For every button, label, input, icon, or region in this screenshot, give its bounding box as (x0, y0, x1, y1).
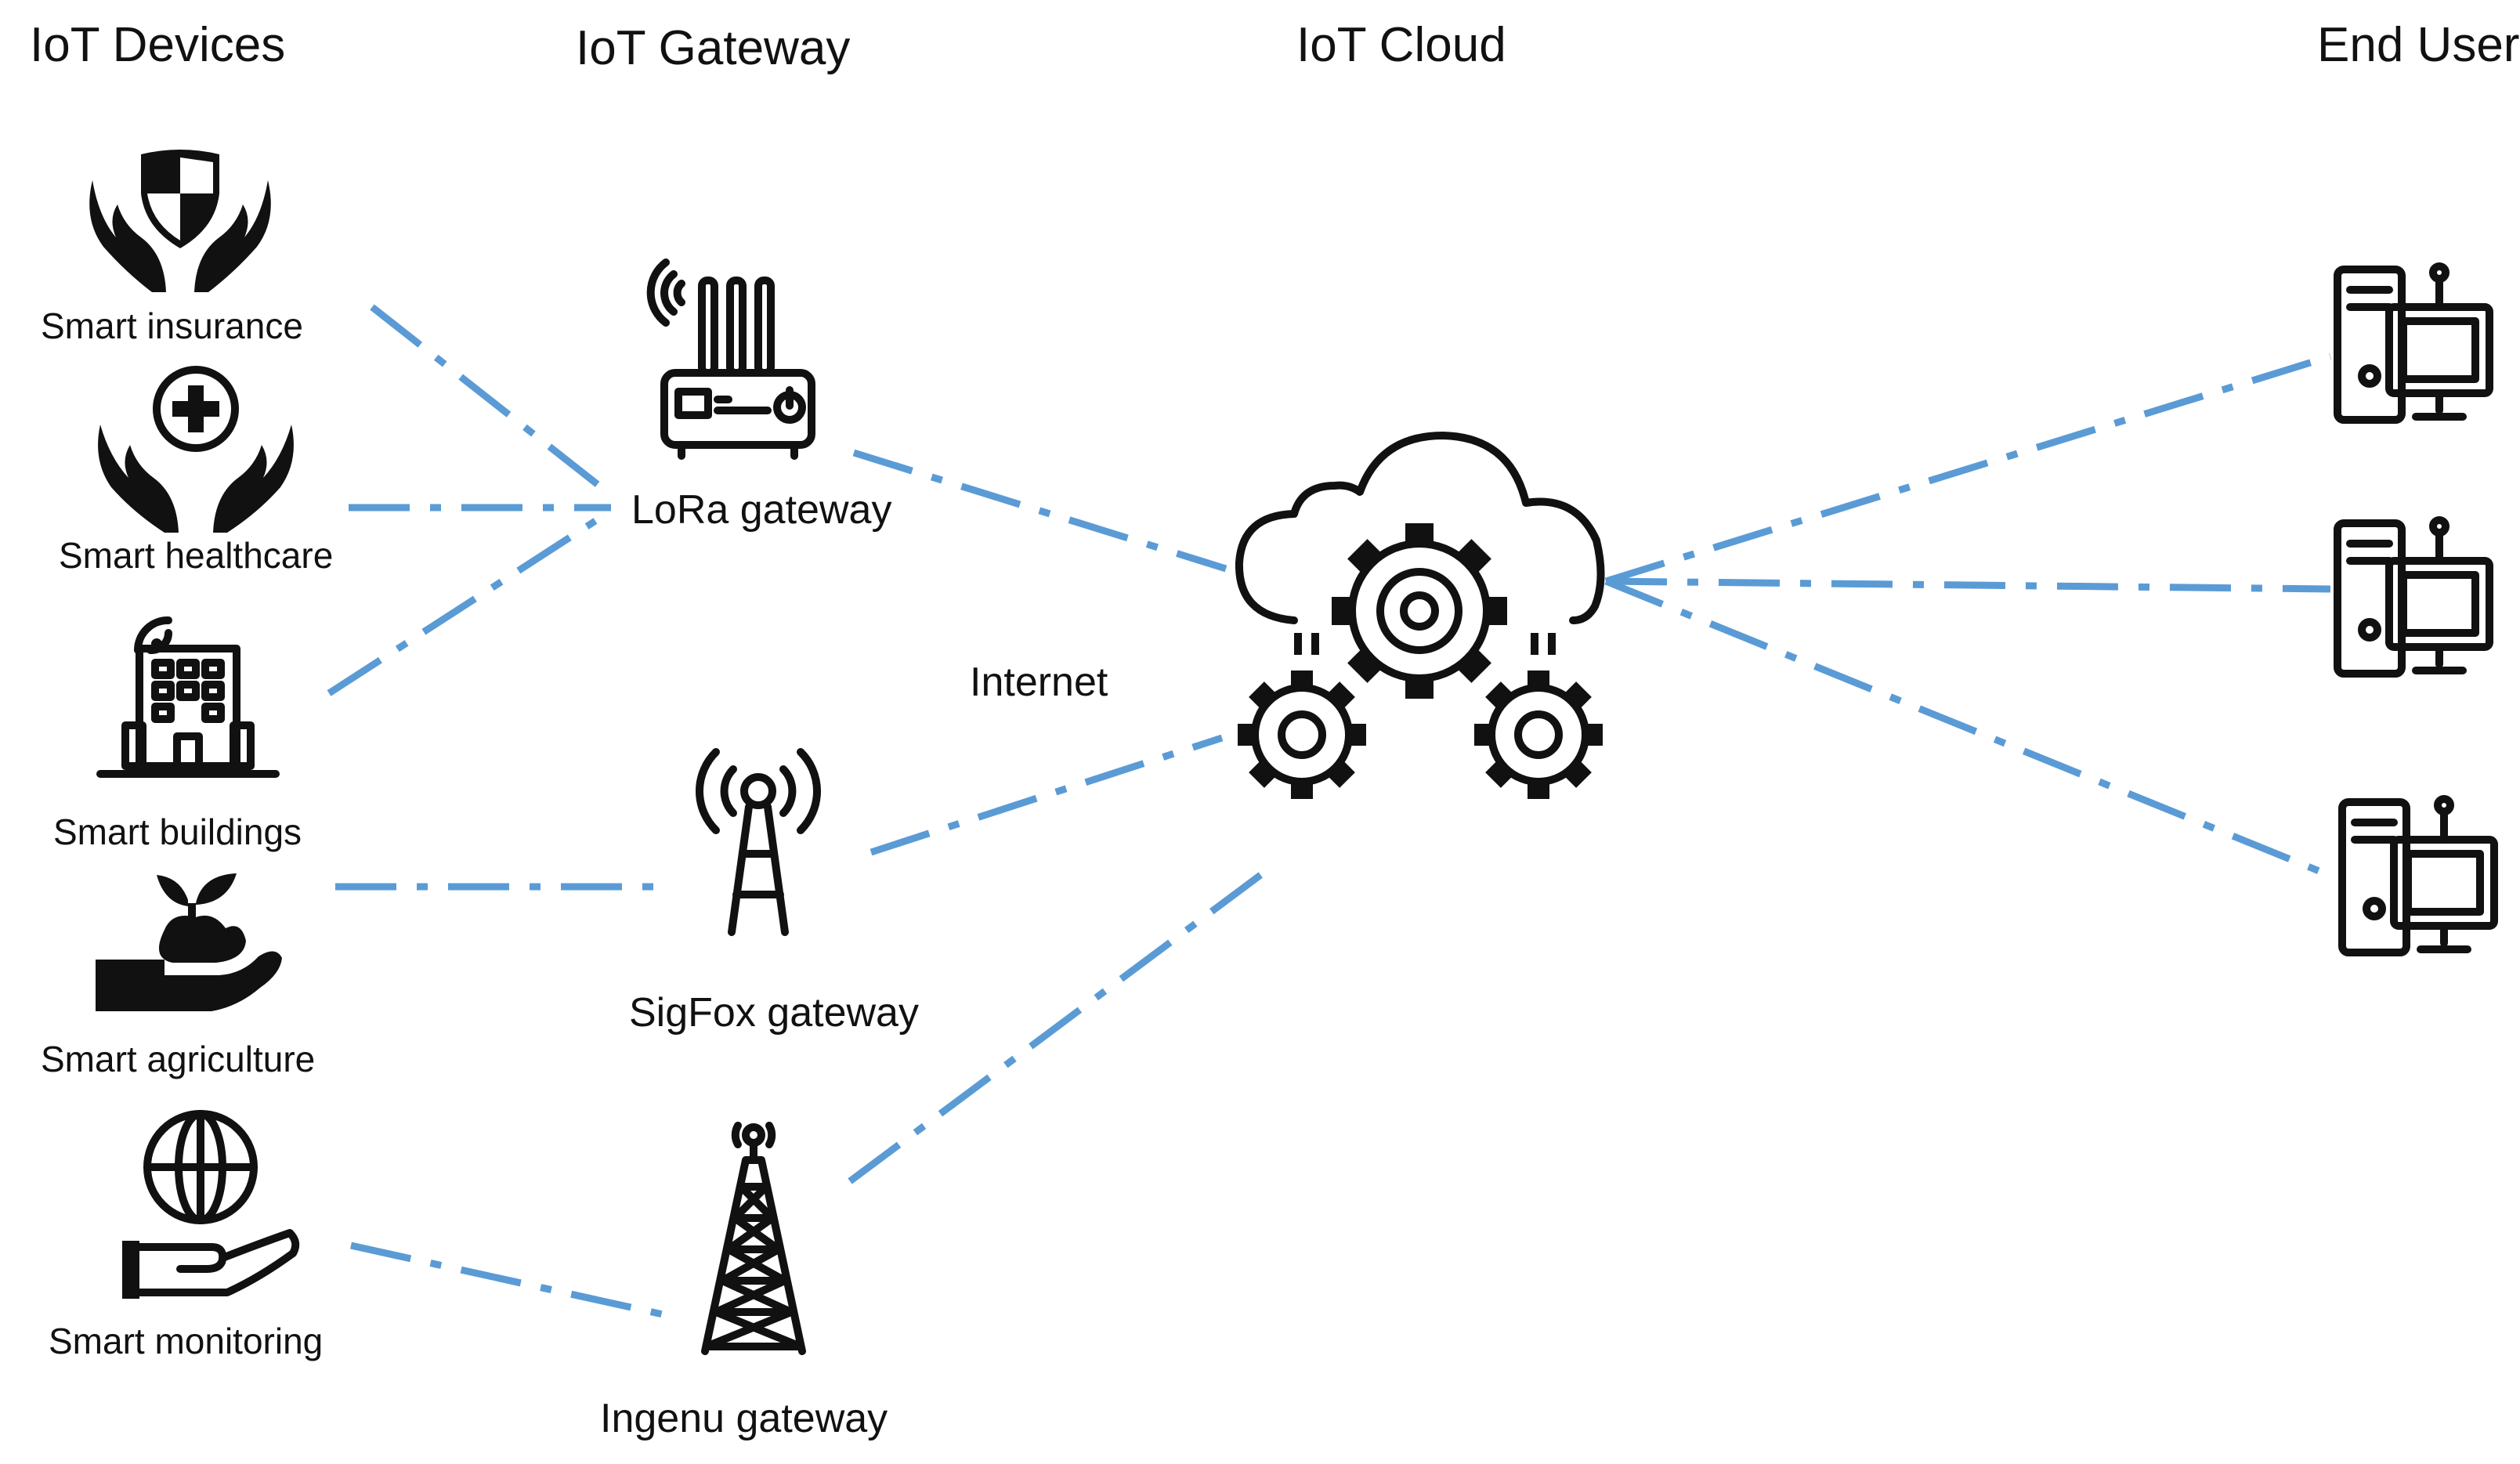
link-cloud-user-1 (1604, 352, 2332, 585)
desktop-computer-icon (2334, 262, 2493, 424)
link-monitoring-ingenu (350, 1242, 671, 1320)
network-label-internet: Internet (970, 660, 1108, 705)
link-insurance-lora (370, 304, 609, 495)
device-label-agriculture: Smart agriculture (41, 1039, 315, 1079)
hands-medical-cross-icon (98, 366, 294, 533)
gateway-label-lora: LoRa gateway (631, 487, 891, 533)
column-title-gateway: IoT Gateway (576, 21, 850, 75)
lattice-tower-icon (701, 1122, 806, 1355)
link-cloud-user-2 (1605, 577, 2331, 593)
gateway-label-ingenu: Ingenu gateway (600, 1396, 888, 1441)
desktop-computer-icon (2334, 516, 2493, 678)
link-ingenu-cloud (848, 870, 1265, 1184)
hands-shield-icon (89, 150, 271, 292)
radio-tower-icon (695, 748, 822, 936)
device-label-buildings: Smart buildings (53, 812, 302, 852)
gateway-label-sigfox: SigFox gateway (629, 990, 919, 1036)
desktop-computer-icon (2338, 795, 2498, 956)
hand-sprout-icon (96, 873, 282, 1011)
hand-globe-icon (122, 1110, 300, 1299)
column-title-devices: IoT Devices (30, 18, 285, 72)
router-antenna-icon (646, 258, 815, 460)
link-lora-cloud (852, 449, 1227, 573)
column-title-user: End User (2317, 18, 2519, 72)
column-title-cloud: IoT Cloud (1296, 18, 1506, 72)
device-label-monitoring: Smart monitoring (49, 1321, 323, 1361)
link-sigfox-cloud (870, 734, 1224, 856)
device-label-healthcare: Smart healthcare (59, 535, 333, 576)
link-cloud-user-3 (1604, 577, 2327, 877)
cloud-gears-icon (1235, 432, 1605, 799)
connection-links (327, 304, 2332, 1320)
link-buildings-lora (327, 518, 598, 696)
device-label-insurance: Smart insurance (41, 305, 303, 346)
building-wifi-icon (96, 616, 280, 778)
